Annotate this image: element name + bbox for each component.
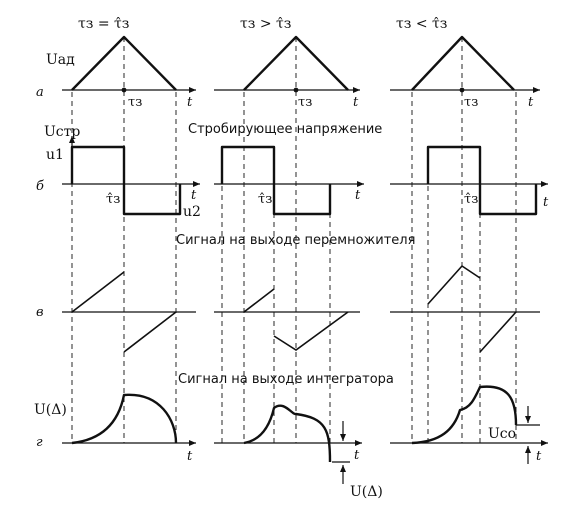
- label-t-a3: t: [528, 95, 534, 110]
- mult-v1-seg1: [71, 271, 125, 313]
- label-u-delta-offset: U(Δ): [350, 484, 383, 500]
- caption-integrator: Сигнал на выходе интегратора: [178, 372, 394, 387]
- dot-a1: [121, 87, 127, 93]
- label-tau-a2: τз: [298, 95, 312, 110]
- label-u2: u2: [183, 204, 201, 220]
- label-t-b2: t: [355, 188, 361, 203]
- dot-a2: [293, 87, 299, 93]
- strobe-b2: [220, 145, 332, 216]
- label-t-b3: t: [543, 195, 549, 210]
- row-label-b: б: [36, 179, 44, 194]
- column-3: τз t τ̂з t Uсо t: [390, 35, 549, 464]
- mult-v2-seg1: [243, 288, 275, 313]
- mult-v3-seg1: [427, 264, 481, 305]
- strobe-b3: [426, 145, 538, 216]
- mult-v1-seg2: [123, 311, 177, 353]
- label-t-g1: t: [187, 449, 193, 464]
- dot-a3: [459, 87, 465, 93]
- header-equal: τз = τ̂з: [78, 16, 129, 32]
- label-u1: u1: [46, 147, 64, 163]
- row-label-v: в: [36, 305, 44, 320]
- row-label-a: а: [36, 85, 44, 100]
- caption-strobe: Стробирующее напряжение: [188, 122, 382, 137]
- label-u-delta: U(Δ): [34, 402, 67, 418]
- integ-g1: [71, 393, 178, 445]
- integ-g3: [411, 385, 518, 445]
- column-2: τз t τ̂з t t U(Δ): [214, 35, 383, 500]
- mult-v2-seg2: [273, 311, 349, 351]
- triangle-a3: [411, 35, 515, 91]
- strobe-b1: [70, 145, 182, 216]
- header-greater: τз > τ̂з: [240, 16, 291, 32]
- label-tauhat-b1: τ̂з: [106, 192, 120, 207]
- label-tau-a1: τз: [128, 95, 142, 110]
- label-tauhat-b3: τ̂з: [464, 192, 478, 207]
- column-1: Uад τз t Uстр u1 u2 τ̂з t U(Δ) t: [34, 35, 201, 464]
- label-t-g3: t: [536, 449, 542, 464]
- row-label-g: г: [36, 435, 43, 450]
- label-u-str: Uстр: [44, 124, 80, 140]
- header-less: τз < τ̂з: [396, 16, 447, 32]
- label-t-a2: t: [353, 95, 359, 110]
- label-u-ad: Uад: [46, 52, 75, 68]
- label-t-b1: t: [191, 188, 197, 203]
- caption-multiplier: Сигнал на выходе перемножителя: [176, 233, 415, 248]
- label-t-g2: t: [354, 448, 360, 463]
- mult-v3-seg2: [479, 311, 517, 353]
- label-u-co: Uсо: [488, 426, 516, 442]
- label-t-a1: t: [187, 95, 193, 110]
- label-tauhat-b2: τ̂з: [258, 192, 272, 207]
- label-tau-a3: τз: [464, 95, 478, 110]
- integ-g2: [243, 404, 332, 463]
